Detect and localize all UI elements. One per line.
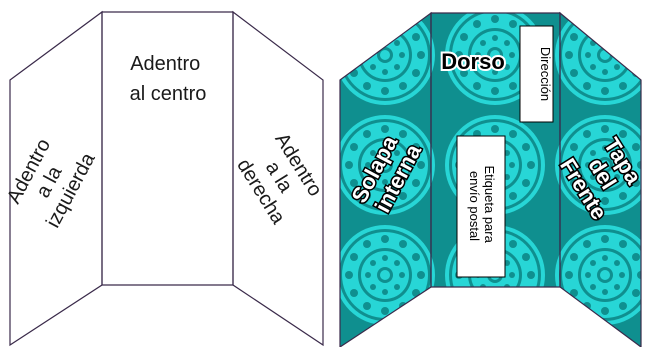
postal-label-box	[456, 135, 506, 278]
outside-back-label: Dorso	[441, 49, 505, 74]
postal-label-line-2: envío postal	[467, 171, 482, 241]
inside-left-label: Adentro a la izquierda	[2, 127, 101, 231]
inside-center-label: Adentro al centro	[130, 53, 207, 105]
address-label: Dirección	[538, 47, 553, 101]
inside-center-line-1: Adentro	[130, 53, 200, 75]
outside-panel-cover	[559, 11, 642, 347]
outside-view: Solapa interna Dorso Dirección Etiqueta …	[339, 11, 646, 347]
inside-center-line-2: al centro	[130, 83, 207, 105]
address-box	[519, 25, 554, 123]
inside-view: Adentro a la izquierda Adentro al centro…	[2, 10, 329, 347]
postal-label-line-1: Etiqueta para	[482, 166, 497, 244]
inside-right-label: Adentro a la derecha	[231, 129, 329, 229]
inside-panel-right	[232, 10, 324, 347]
postal-label: Etiqueta para envío postal	[467, 166, 497, 247]
